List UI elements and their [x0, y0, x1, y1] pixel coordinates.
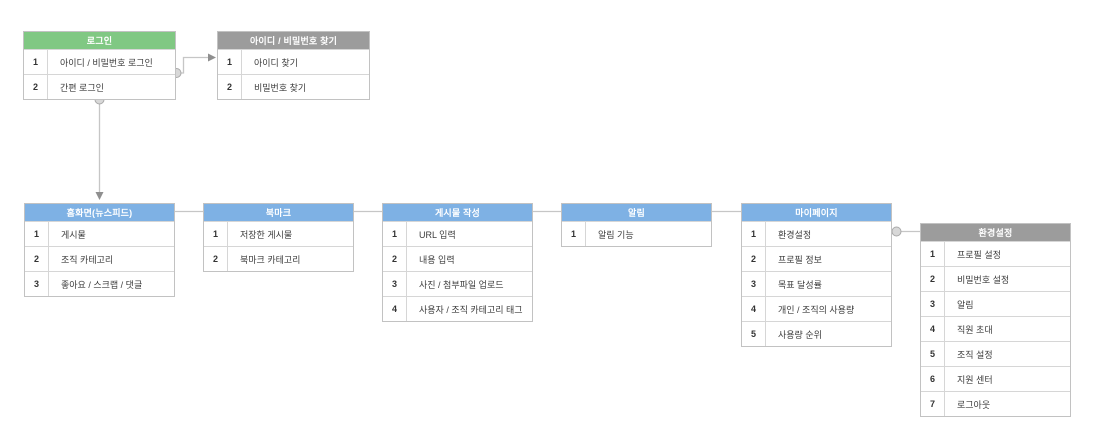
row-number: 1	[383, 222, 407, 246]
table-row: 3 알림	[921, 291, 1070, 316]
row-label: URL 입력	[419, 229, 456, 240]
table-row: 3 목표 달성률	[742, 271, 891, 296]
table-title: 홈화면(뉴스피드)	[25, 204, 174, 221]
row-number: 1	[24, 50, 48, 74]
row-number: 2	[921, 267, 945, 291]
row-label: 조직 설정	[957, 349, 993, 360]
row-label: 북마크 카테고리	[240, 254, 301, 265]
row-number: 2	[383, 247, 407, 271]
connector-mypage-to-settings	[891, 226, 920, 237]
table-row: 2 프로필 정보	[742, 246, 891, 271]
table-row: 1 알림 기능	[562, 221, 711, 246]
table-row: 2 비밀번호 설정	[921, 266, 1070, 291]
row-number: 1	[921, 242, 945, 266]
table-title: 북마크	[204, 204, 353, 221]
table-row: 1 저장한 게시물	[204, 221, 353, 246]
row-label: 로그아웃	[957, 399, 991, 410]
table-node-home-newsfeed[interactable]: 홈화면(뉴스피드)1 게시물 2 조직 카테고리 3 좋아요 / 스크랩 / 댓글	[24, 203, 175, 297]
table-row: 3 좋아요 / 스크랩 / 댓글	[25, 271, 174, 296]
table-row: 3 사진 / 첨부파일 업로드	[383, 271, 532, 296]
row-number: 6	[921, 367, 945, 391]
row-number: 5	[921, 342, 945, 366]
row-label: 간편 로그인	[60, 82, 104, 93]
row-label: 환경설정	[778, 229, 812, 240]
row-number: 4	[921, 317, 945, 341]
row-label: 좋아요 / 스크랩 / 댓글	[61, 279, 143, 290]
table-row: 2 간편 로그인	[24, 74, 175, 99]
row-number: 3	[742, 272, 766, 296]
table-title: 환경설정	[921, 224, 1070, 241]
table-row: 4 사용자 / 조직 카테고리 태그	[383, 296, 532, 321]
row-number: 1	[25, 222, 49, 246]
table-row: 2 비밀번호 찾기	[218, 74, 369, 99]
row-number: 3	[25, 272, 49, 296]
row-number: 4	[742, 297, 766, 321]
row-label: 아이디 / 비밀번호 로그인	[60, 57, 153, 68]
row-number: 7	[921, 392, 945, 416]
row-number: 3	[921, 292, 945, 316]
row-label: 목표 달성률	[778, 279, 822, 290]
row-number: 1	[742, 222, 766, 246]
row-label: 프로필 정보	[778, 254, 822, 265]
table-row: 6 지원 센터	[921, 366, 1070, 391]
table-title: 마이페이지	[742, 204, 891, 221]
table-row: 2 내용 입력	[383, 246, 532, 271]
table-row: 1 게시물	[25, 221, 174, 246]
row-label: 비밀번호 찾기	[254, 82, 307, 93]
connector-login-to-find	[171, 53, 216, 78]
connector-login-to-home	[94, 94, 105, 200]
row-label: 알림 기능	[598, 229, 634, 240]
table-title: 아이디 / 비밀번호 찾기	[218, 32, 369, 49]
row-label: 게시물	[61, 229, 86, 240]
row-label: 아이디 찾기	[254, 57, 298, 68]
table-row: 4 직원 초대	[921, 316, 1070, 341]
row-label: 사용량 순위	[778, 329, 822, 340]
table-row: 1 아이디 찾기	[218, 49, 369, 74]
row-number: 1	[204, 222, 228, 246]
table-title: 게시물 작성	[383, 204, 532, 221]
table-row: 1 아이디 / 비밀번호 로그인	[24, 49, 175, 74]
table-row: 4 개인 / 조직의 사용량	[742, 296, 891, 321]
table-row: 5 조직 설정	[921, 341, 1070, 366]
row-label: 내용 입력	[419, 254, 455, 265]
row-label: 프로필 설정	[957, 249, 1001, 260]
row-number: 2	[742, 247, 766, 271]
row-number: 1	[218, 50, 242, 74]
table-row: 2 북마크 카테고리	[204, 246, 353, 271]
row-number: 2	[204, 247, 228, 271]
row-label: 개인 / 조직의 사용량	[778, 304, 855, 315]
row-number: 1	[562, 222, 586, 246]
row-number: 2	[25, 247, 49, 271]
table-title: 알림	[562, 204, 711, 221]
row-label: 직원 초대	[957, 324, 993, 335]
row-label: 알림	[957, 299, 974, 310]
row-label: 사진 / 첨부파일 업로드	[419, 279, 504, 290]
row-number: 3	[383, 272, 407, 296]
row-number: 5	[742, 322, 766, 346]
table-row: 2 조직 카테고리	[25, 246, 174, 271]
table-row: 7 로그아웃	[921, 391, 1070, 416]
table-row: 1 URL 입력	[383, 221, 532, 246]
row-number: 4	[383, 297, 407, 321]
table-row: 1 프로필 설정	[921, 241, 1070, 266]
row-label: 지원 센터	[957, 374, 993, 385]
row-label: 비밀번호 설정	[957, 274, 1010, 285]
table-row: 1 환경설정	[742, 221, 891, 246]
row-number: 2	[24, 75, 48, 99]
table-title: 로그인	[24, 32, 175, 49]
row-label: 사용자 / 조직 카테고리 태그	[419, 304, 523, 315]
row-label: 저장한 게시물	[240, 229, 293, 240]
table-row: 5 사용량 순위	[742, 321, 891, 346]
row-label: 조직 카테고리	[61, 254, 114, 265]
row-number: 2	[218, 75, 242, 99]
